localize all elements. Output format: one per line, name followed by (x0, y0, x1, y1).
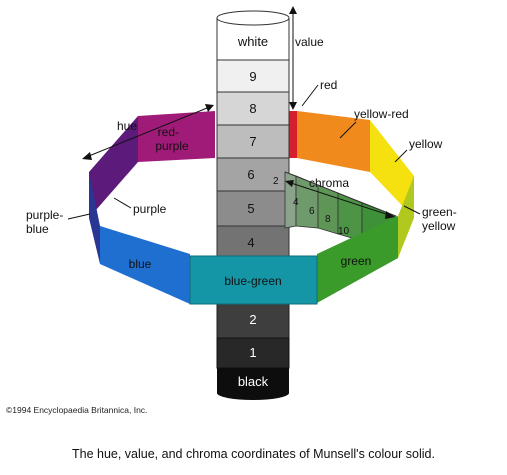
value-label-4: 4 (247, 235, 254, 250)
hue-arrowhead-right (205, 104, 214, 112)
cylinder-bottom (217, 386, 289, 400)
value-label-7: 7 (249, 134, 256, 149)
green-yellow-leader (403, 205, 421, 215)
hue-label-purple: purple (133, 202, 167, 216)
chroma-label-2: 2 (273, 176, 279, 187)
chroma-arrowhead-in (285, 180, 294, 187)
cylinder-top (216, 10, 290, 26)
hue-arrow (83, 105, 213, 159)
value-cylinder: white 9 8 7 6 5 4 2 1 black (216, 10, 290, 400)
yellow-red-leader (339, 121, 357, 139)
purple-leader (113, 197, 132, 209)
value-label-9: 9 (249, 69, 256, 84)
hue-segment-green (317, 216, 398, 303)
hue-axis-label: hue (117, 119, 137, 133)
hue-label-red-purple: red- purple (155, 125, 189, 153)
value-label-2: 2 (249, 312, 256, 327)
copyright-text: ©1994 Encyclopaedia Britannica, Inc. (6, 405, 147, 415)
hue-label-green: green (341, 254, 372, 268)
chroma-label-6: 6 (309, 206, 315, 217)
chroma-arrowhead-out (385, 211, 395, 219)
value-label-8: 8 (249, 101, 256, 116)
value-label-black: black (238, 374, 269, 389)
hue-label-yellow: yellow (409, 137, 443, 151)
hue-segment-yellow (370, 120, 414, 218)
value-label-white: white (237, 34, 268, 49)
chroma-label-8: 8 (325, 214, 331, 225)
hue-label-purple-blue: purple- blue (26, 208, 67, 236)
hue-segment-blue-green (189, 255, 318, 305)
red-leader (301, 84, 319, 107)
hue-label-yellow-red: yellow-red (354, 107, 409, 121)
value-arrowhead-up (289, 6, 297, 14)
hue-label-blue: blue (129, 257, 152, 271)
value-axis-label: value (295, 35, 324, 49)
chroma-wedge-top (284, 171, 397, 217)
hue-segment-red (289, 111, 297, 158)
hue-label-blue-green: blue-green (224, 274, 281, 288)
value-label-5: 5 (247, 201, 254, 216)
chroma-label-10: 10 (338, 226, 350, 237)
chroma-axis-label: chroma (309, 176, 349, 190)
hue-arrowhead-left (82, 152, 92, 160)
hue-label-red: red (320, 78, 337, 92)
chroma-label-4: 4 (293, 197, 299, 208)
value-arrowhead-down (289, 102, 297, 110)
value-label-1: 1 (249, 345, 256, 360)
hue-segment-blue (100, 226, 190, 304)
hue-label-green-yellow: green- yellow (422, 205, 460, 233)
figure-caption: The hue, value, and chroma coordinates o… (71, 447, 435, 461)
hue-segment-red-purple (138, 111, 215, 162)
hue-segment-green-yellow (398, 176, 414, 258)
yellow-leader (394, 149, 408, 163)
value-band-4 (216, 225, 290, 260)
chroma-wedge: 2 4 6 8 10 (273, 171, 397, 251)
hue-segment-purple-blue (89, 172, 100, 264)
value-band-9 (216, 59, 290, 93)
value-label-6: 6 (247, 167, 254, 182)
chroma-arrow (287, 181, 393, 217)
purple-blue-leader (67, 213, 91, 220)
